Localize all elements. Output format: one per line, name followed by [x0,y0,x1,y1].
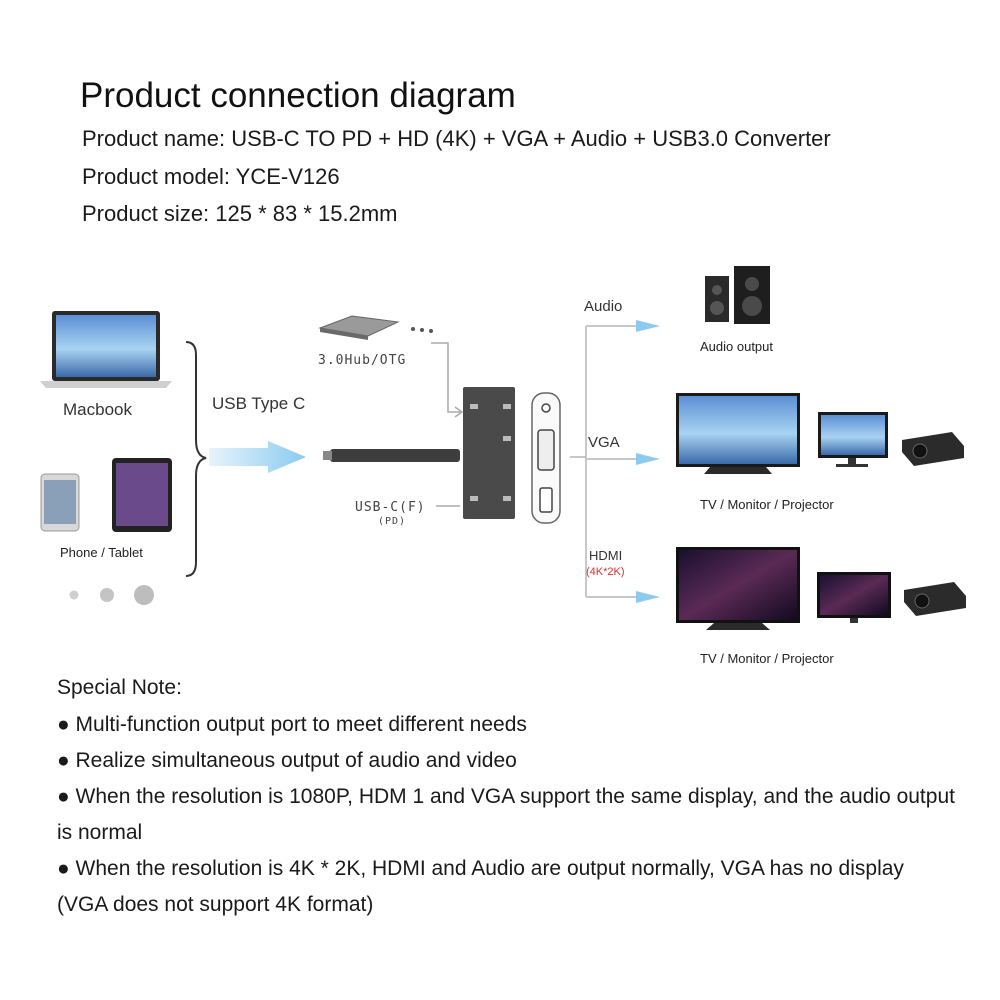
dot-icon [134,585,154,605]
projector-icon [904,582,966,616]
speaker-icon [705,266,770,324]
macbook-icon [40,311,172,388]
hdmi-resolution-label: (4K*2K) [586,566,625,578]
dot-icon [69,590,79,600]
hub-label: 3.0Hub/OTG [318,353,407,368]
monitor-icon [817,572,891,623]
usb-c-arrow-icon [209,441,306,473]
tv-monitor-projector-label: TV / Monitor / Projector [700,651,834,666]
vga-arrow-icon [636,453,660,465]
usb-type-c-label: USB Type C [212,394,306,413]
adapter-device-icon [463,387,515,519]
hdmi-arrow-icon [636,591,660,603]
product-model: Product model: YCE-V126 [82,164,340,189]
note-item: ● When the resolution is 4K * 2K, HDMI a… [57,857,904,916]
tablet-icon [112,458,172,532]
tv-monitor-projector-label: TV / Monitor / Projector [700,497,834,512]
usb-c-cable [330,449,460,462]
product-name: Product name: USB-C TO PD + HD (4K) + VG… [82,126,831,151]
pd-label: (PD) [378,516,407,527]
port-panel-icon [531,392,561,524]
audio-label: Audio [584,298,623,315]
note-item: ● When the resolution is 1080P, HDM 1 an… [57,785,955,844]
audio-arrow-icon [636,320,660,332]
page-title: Product connection diagram [80,76,516,115]
output-trunk-line [570,326,587,597]
note-item: ● Multi-function output port to meet dif… [57,713,527,736]
special-note-title: Special Note: [57,676,182,699]
brace-icon [185,341,207,577]
dot-icon [100,588,114,602]
macbook-label: Macbook [63,400,132,419]
phone-tablet-label: Phone / Tablet [60,545,143,560]
tv-icon [676,393,800,474]
hdmi-label: HDMI [589,548,623,563]
monitor-icon [818,412,888,467]
note-item: ● Realize simultaneous output of audio a… [57,749,517,772]
hub-connector-line [431,342,460,413]
usb-hub-device-icon [318,315,433,340]
usbc-f-label: USB-C(F) [355,500,426,515]
tv-icon [676,547,800,630]
product-size: Product size: 125 * 83 * 15.2mm [82,201,398,226]
phone-icon [40,473,80,532]
audio-output-label: Audio output [700,339,774,354]
vga-label: VGA [588,434,620,451]
projector-icon [902,432,964,466]
